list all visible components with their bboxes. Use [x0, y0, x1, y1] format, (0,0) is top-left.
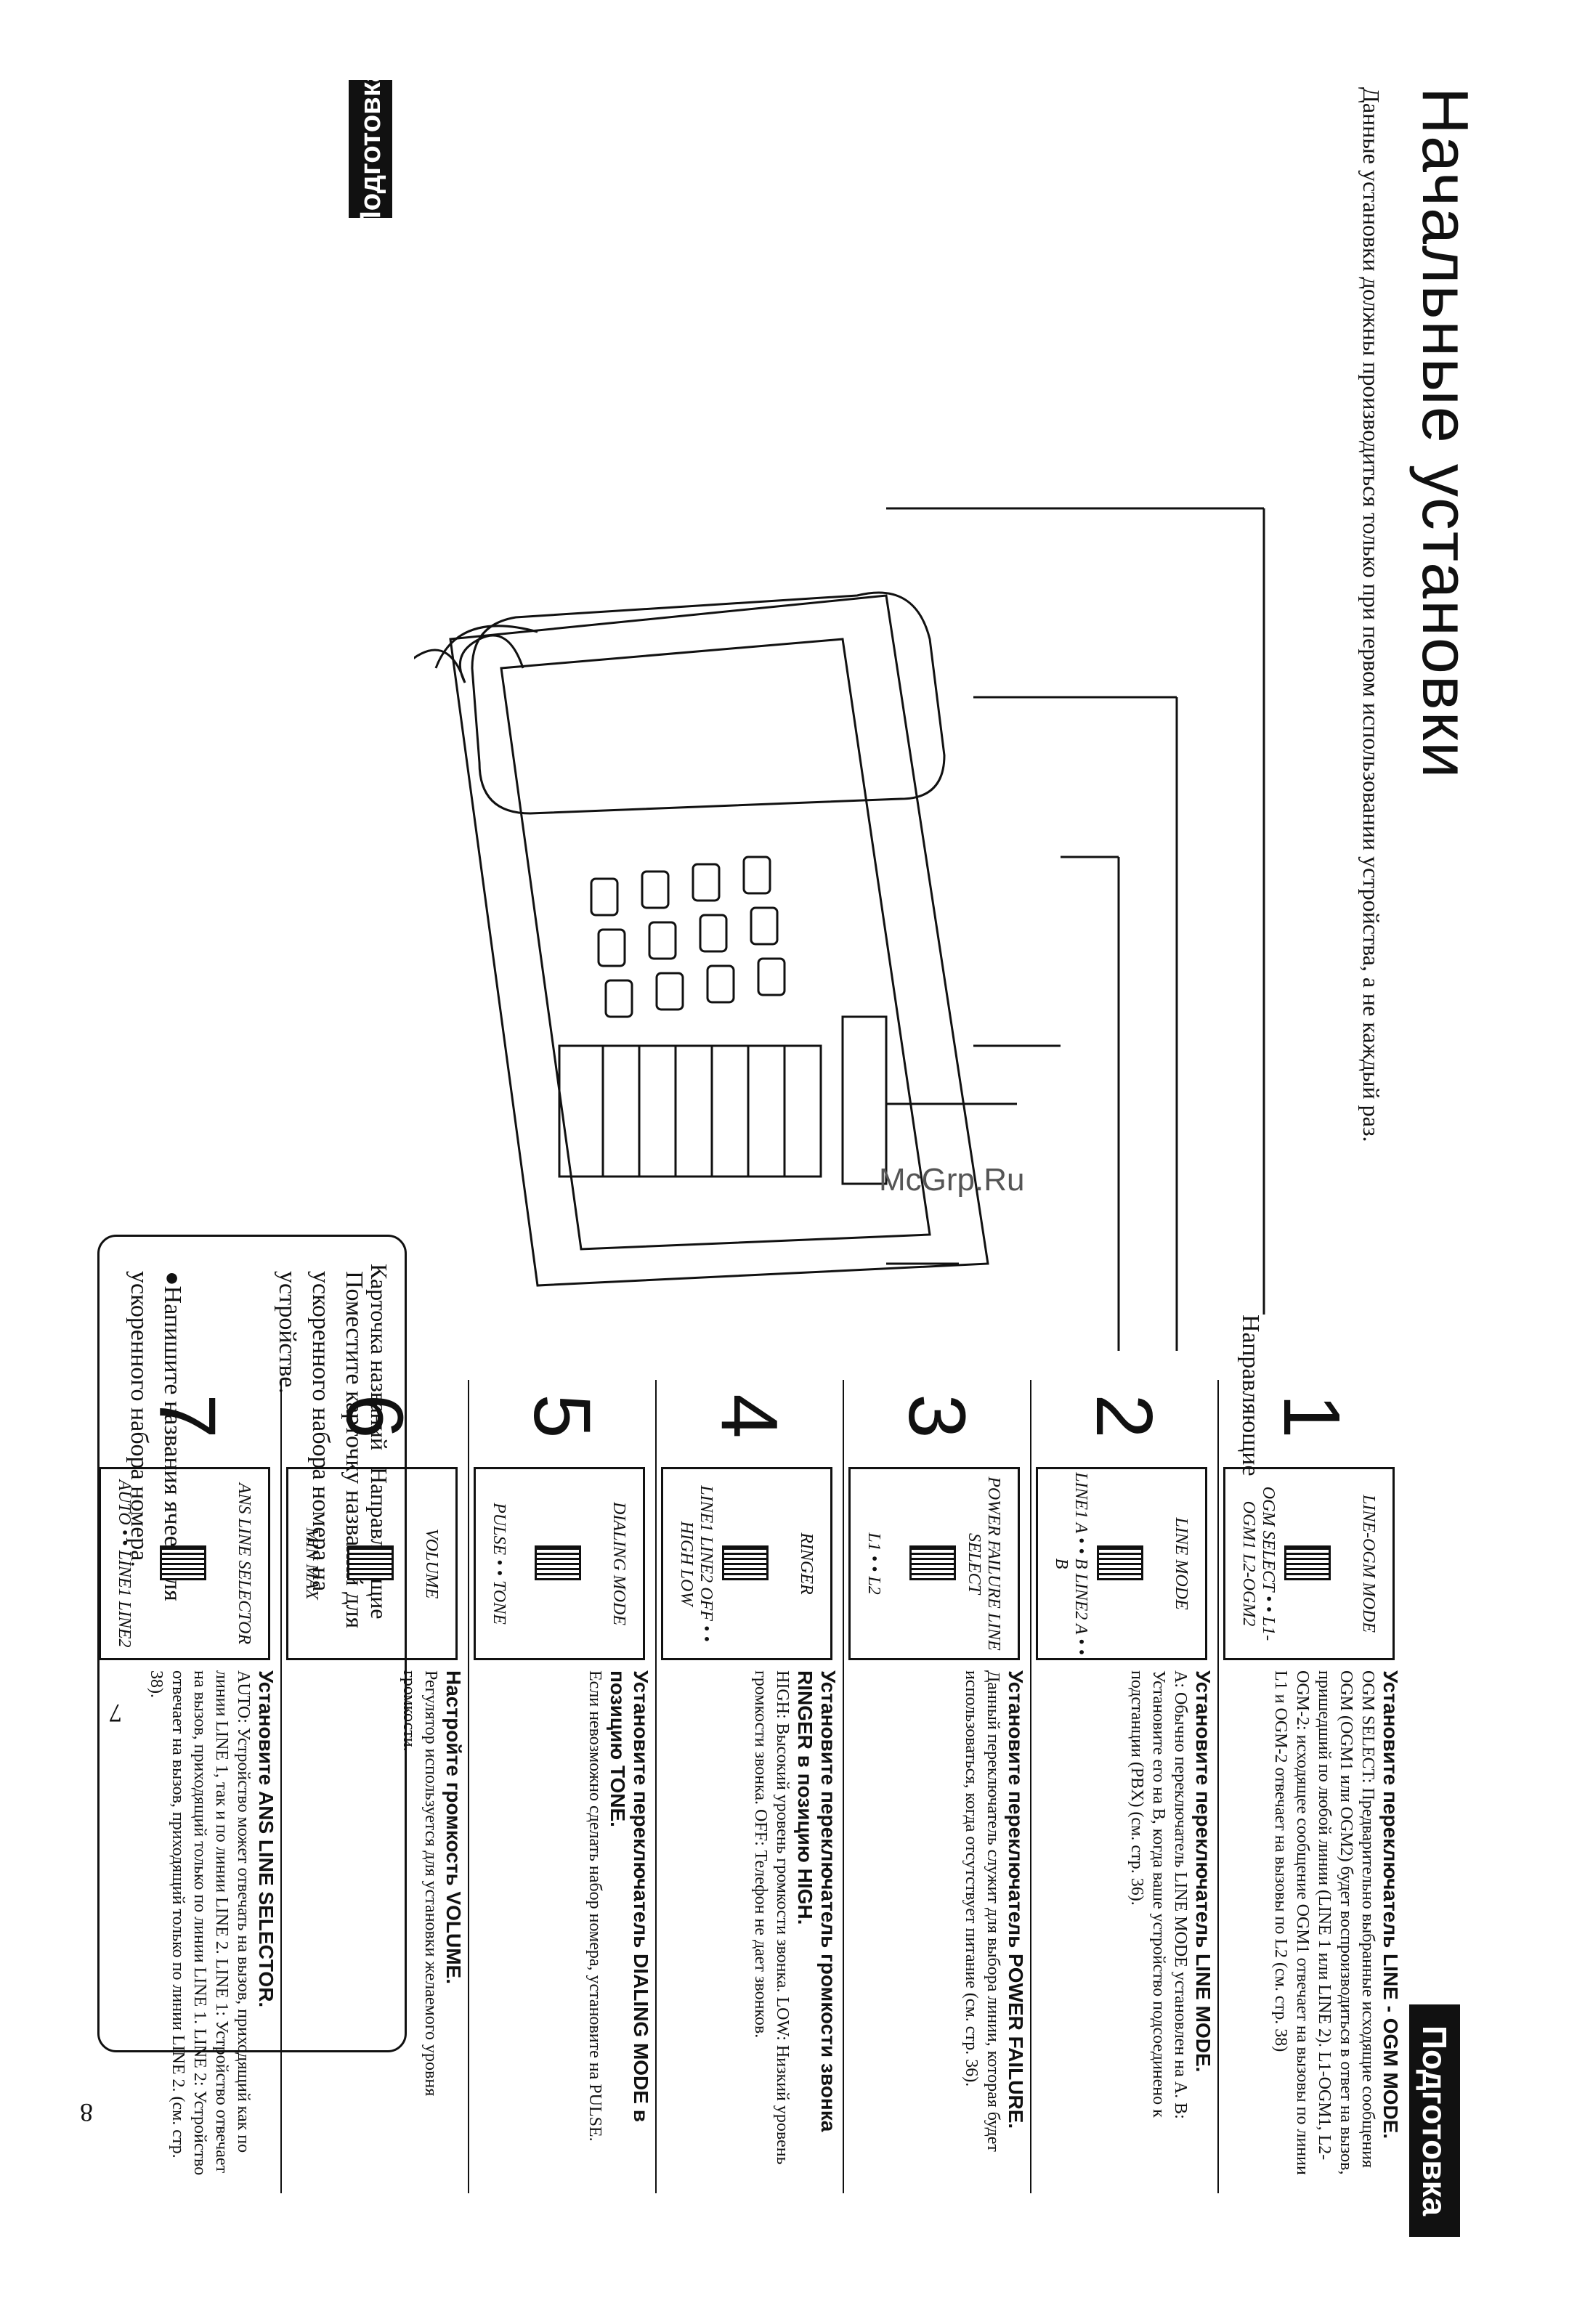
step-heading: Установите переключатель громкости звонк…: [794, 1670, 840, 2132]
section-tab: Подготовка: [349, 66, 392, 232]
step-body: HIGH: Высокий уровень громкости звонка. …: [751, 1670, 792, 2165]
step-text: Установите ANS LINE SELECTOR. AUTO: Устр…: [145, 1670, 277, 2179]
step-7: 7 ANS LINE SELECTOR AUTO • • LINE1 LINE2…: [96, 1380, 277, 2193]
step-body: A: Обычно переключатель LINE MODE устано…: [1127, 1670, 1190, 2119]
step-text: Установите переключатель DIALING MODE в …: [584, 1670, 652, 2179]
slide-switch: [1284, 1545, 1331, 1580]
step-heading: Установите ANS LINE SELECTOR.: [255, 1670, 277, 2008]
panel-title: RINGER: [797, 1532, 816, 1595]
volume-slider-panel: VOLUME MIN MAX: [286, 1467, 458, 1660]
step-heading: Установите переключатель POWER FAILURE.: [1005, 1670, 1027, 2129]
step-heading: Установите переключатель LINE - OGM MODE…: [1379, 1670, 1402, 2140]
panel-title: ANS LINE SELECTOR: [235, 1482, 254, 1645]
panel-title: LINE MODE: [1172, 1517, 1191, 1610]
switch-panel-ans-line: ANS LINE SELECTOR AUTO • • LINE1 LINE2: [99, 1467, 270, 1660]
panel-options: AUTO • • LINE1 LINE2: [115, 1479, 134, 1648]
slide-switch: [909, 1545, 956, 1580]
panel-options: OGM SELECT • • L1-OGM1 L2-OGM2: [1239, 1486, 1278, 1641]
step-number: 7: [142, 1394, 232, 1439]
panel-options: PULSE • • TONE: [490, 1503, 508, 1625]
step-6: 6 VOLUME MIN MAX Настройте громкость VOL…: [283, 1380, 465, 2193]
volume-slider: [347, 1545, 394, 1580]
slide-switch: [535, 1545, 581, 1580]
divider: [655, 1380, 657, 2193]
step-heading: Установите переключатель DIALING MODE в …: [607, 1670, 652, 2122]
step-number: 3: [892, 1394, 981, 1439]
watermark: McGrp.Ru: [879, 1162, 1025, 1198]
switch-panel-ringer: RINGER LINE1 LINE2 OFF • • HIGH LOW: [661, 1467, 832, 1660]
slide-switch: [160, 1545, 206, 1580]
step-text: Установите переключатель громкости звонк…: [750, 1670, 840, 2179]
step-number: 2: [1079, 1394, 1169, 1439]
telephone-illustration: [414, 507, 1265, 1351]
panel-options: LINE1 A • • B LINE2 A • • B: [1052, 1472, 1090, 1655]
step-text: Установите переключатель LINE - OGM MODE…: [1270, 1670, 1402, 2179]
panel-options: L1 • • L2: [864, 1532, 883, 1595]
slide-switch: [1097, 1545, 1143, 1580]
step-body: AUTO: Устройство может отвечать на вызов…: [147, 1670, 253, 2176]
panel-title: POWER FAILURE LINE SELECT: [965, 1476, 1003, 1651]
step-text: Установите переключатель LINE MODE. A: О…: [1126, 1670, 1215, 2179]
panel-options: MIN MAX: [302, 1527, 321, 1600]
divider: [468, 1380, 469, 2193]
step-text: Настройте громкость VOLUME. Регулятор ис…: [398, 1670, 465, 2179]
divider: [280, 1380, 282, 2193]
slide-switch: [722, 1545, 769, 1580]
divider: [1030, 1380, 1031, 2193]
switch-panel-dialing-mode: DIALING MODE PULSE • • TONE: [474, 1467, 645, 1660]
panel-title: LINE-OGM MODE: [1359, 1495, 1378, 1633]
step-number: 1: [1267, 1394, 1356, 1439]
step-heading: Настройте громкость VOLUME.: [442, 1670, 465, 1984]
step-4: 4 RINGER LINE1 LINE2 OFF • • HIGH LOW Ус…: [658, 1380, 840, 2193]
panel-title: DIALING MODE: [609, 1502, 628, 1625]
panel-title: VOLUME: [422, 1528, 441, 1599]
step-heading: Установите переключатель LINE MODE.: [1192, 1670, 1215, 2073]
step-text: Установите переключатель POWER FAILURE. …: [960, 1670, 1027, 2179]
steps-list: 1 LINE-OGM MODE OGM SELECT • • L1-OGM1 L…: [94, 1235, 1402, 2193]
section-tab-right: Подготовка: [1409, 2004, 1460, 2237]
switch-panel-line-ogm: LINE-OGM MODE OGM SELECT • • L1-OGM1 L2-…: [1223, 1467, 1395, 1660]
step-number: 5: [517, 1394, 607, 1439]
step-3: 3 POWER FAILURE LINE SELECT L1 • • L2 Ус…: [846, 1380, 1027, 2193]
divider: [843, 1380, 844, 2193]
step-body: Данный переключатель служит для выбора л…: [962, 1670, 1002, 2152]
switch-panel-line-mode: LINE MODE LINE1 A • • B LINE2 A • • B: [1036, 1467, 1207, 1660]
switch-panel-power-failure: POWER FAILURE LINE SELECT L1 • • L2: [848, 1467, 1020, 1660]
step-5: 5 DIALING MODE PULSE • • TONE Установите…: [471, 1380, 652, 2193]
step-body: Если невозможно сделать набор номера, ус…: [585, 1670, 604, 2142]
step-body: OGM SELECT: Предварительно выбранные исх…: [1271, 1670, 1377, 2175]
step-body: Регулятор используется для установки жел…: [400, 1670, 440, 2097]
step-1: 1 LINE-OGM MODE OGM SELECT • • L1-OGM1 L…: [1220, 1380, 1402, 2193]
intro-text: Данные установки должны производиться то…: [1358, 87, 1384, 1142]
step-2: 2 LINE MODE LINE1 A • • B LINE2 A • • B …: [1033, 1380, 1215, 2193]
step-number: 6: [330, 1394, 419, 1439]
panel-options: LINE1 LINE2 OFF • • HIGH LOW: [677, 1485, 715, 1642]
page-title: Начальные установки: [1408, 87, 1481, 780]
divider: [1217, 1380, 1219, 2193]
page-number-right: 8: [80, 2098, 93, 2127]
step-number: 4: [705, 1394, 794, 1439]
